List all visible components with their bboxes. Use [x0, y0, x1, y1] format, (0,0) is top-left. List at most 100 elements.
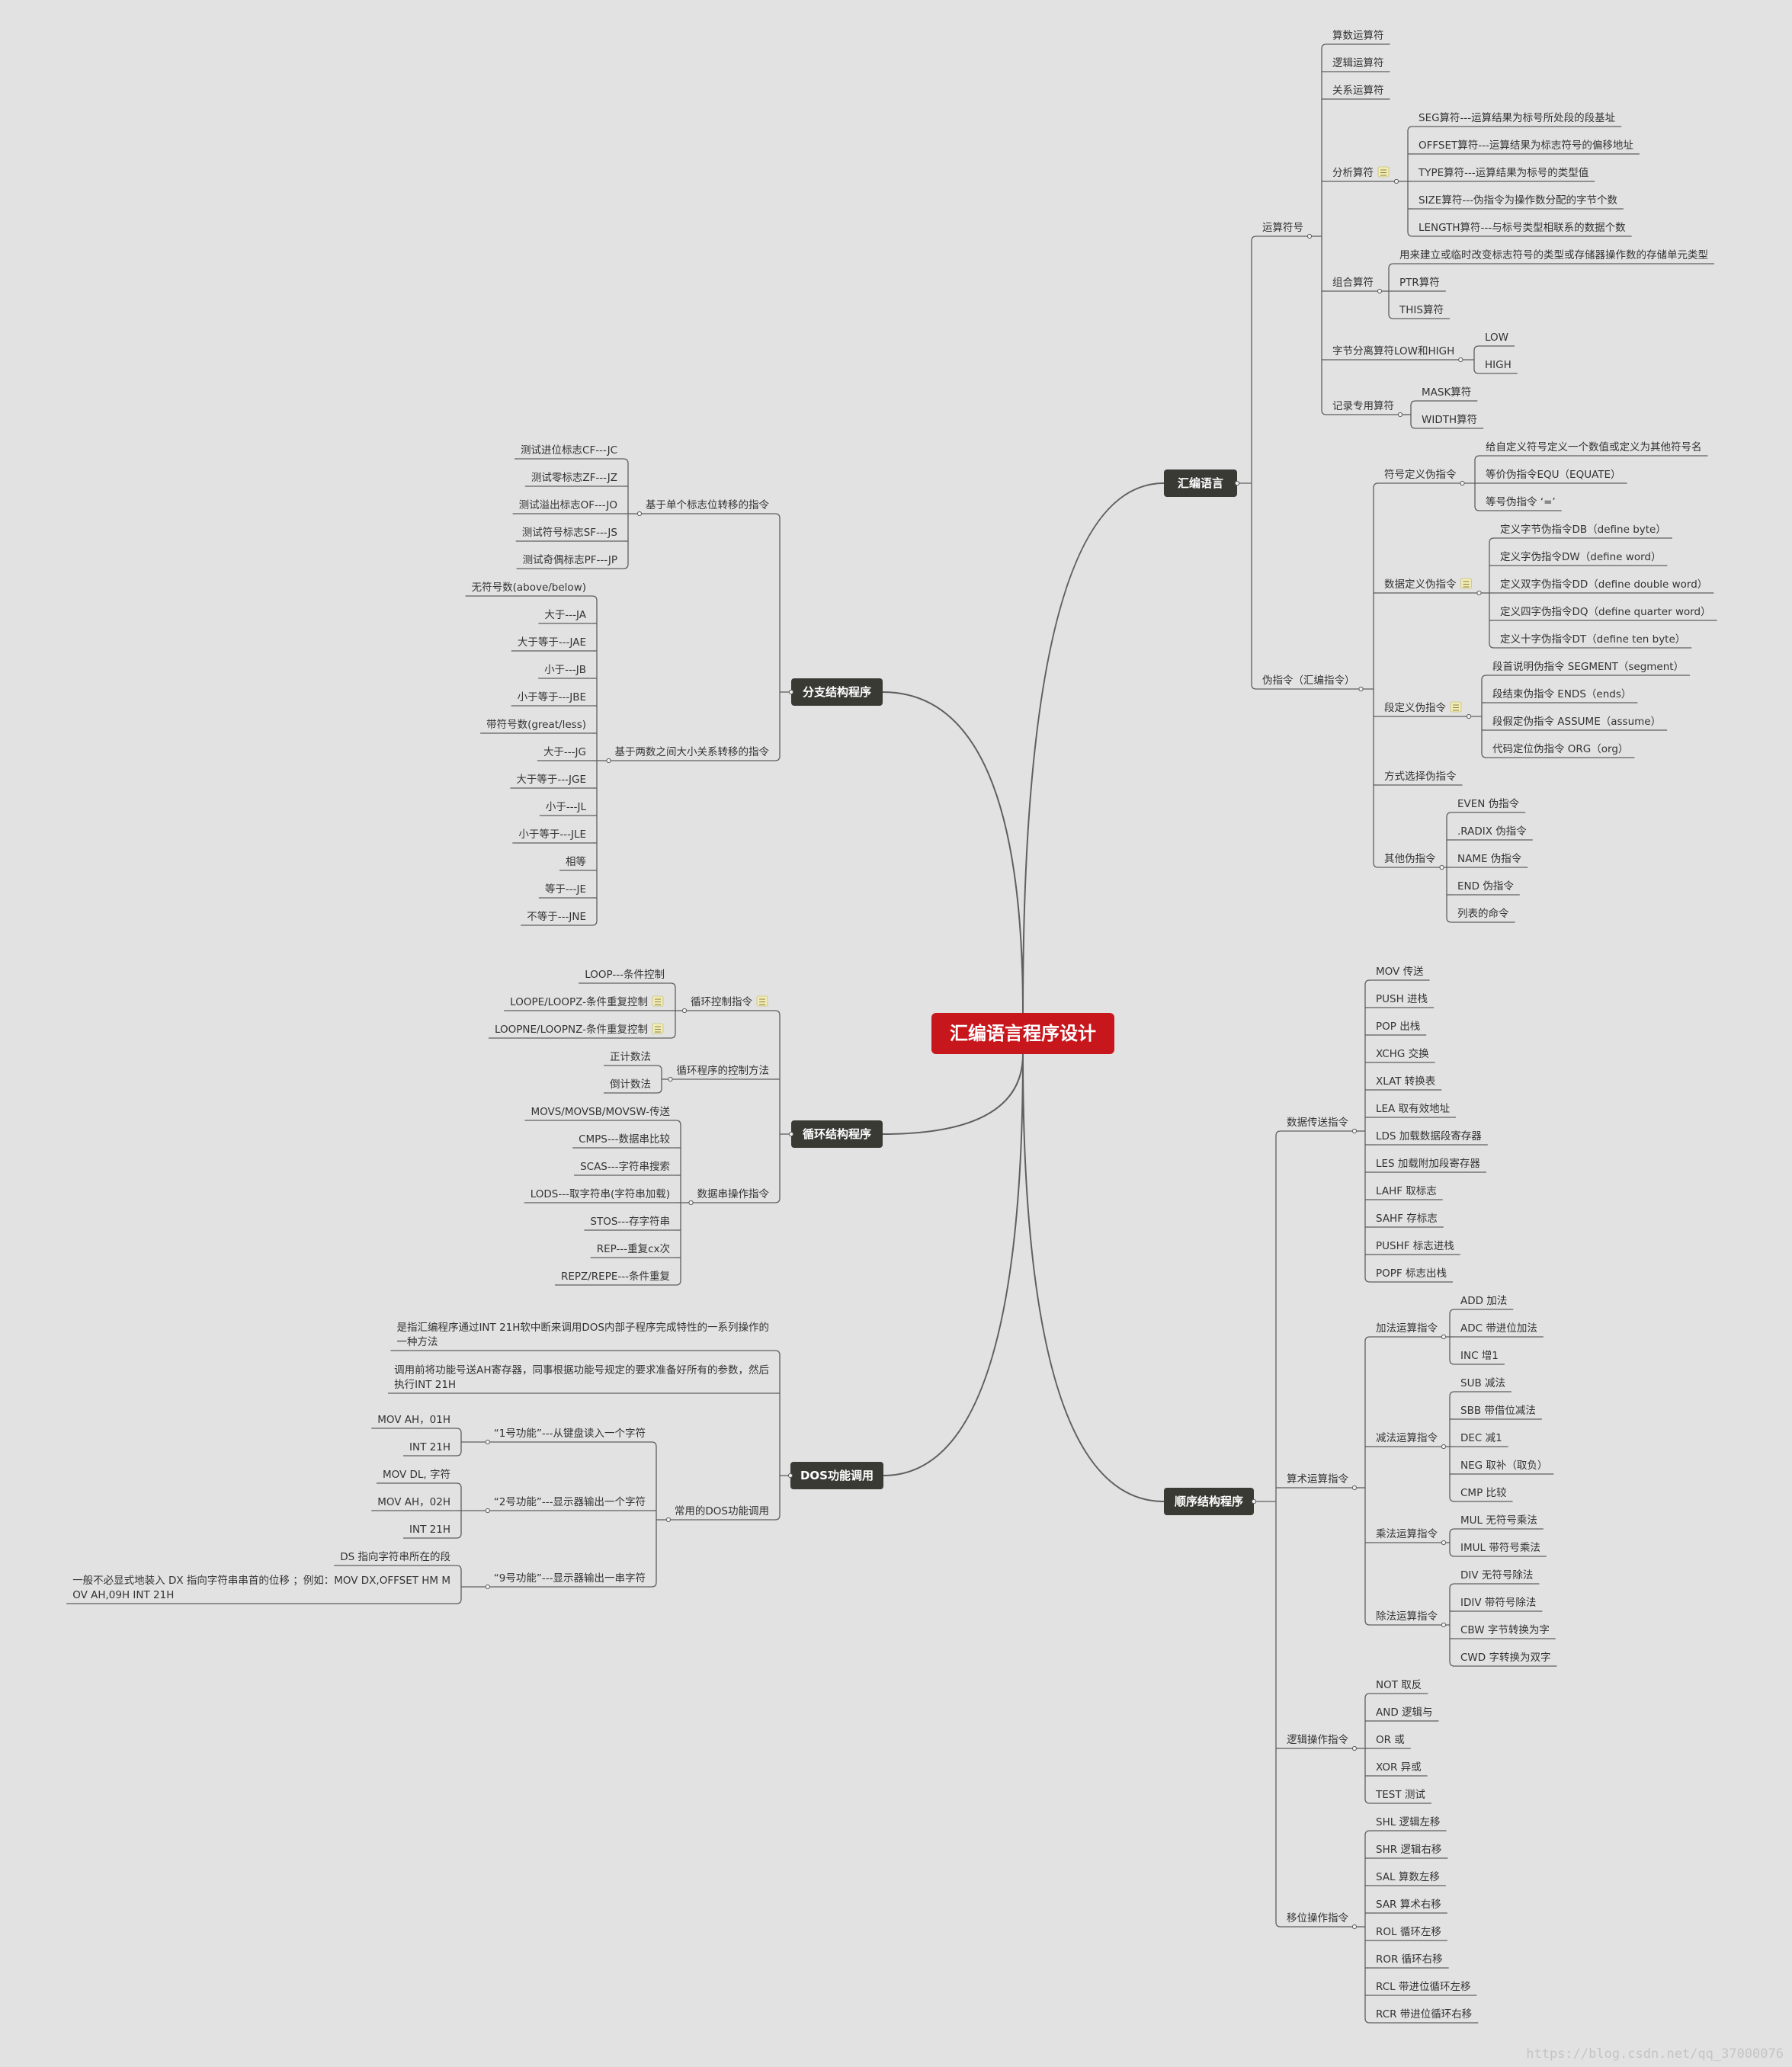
note-icon[interactable] [756, 995, 768, 1007]
topic-xlat[interactable]: XLAT 转换表 [1376, 1075, 1436, 1088]
topic-node[interactable]: 列表的命令 [1457, 907, 1509, 920]
note-icon[interactable] [1450, 701, 1462, 713]
collapse-dot[interactable] [485, 1439, 490, 1445]
topic-low-high[interactable]: 字节分离算符LOW和HIGH [1332, 344, 1454, 357]
topic-equ-equate[interactable]: 等价伪指令EQU（EQUATE） [1486, 468, 1621, 481]
topic-lds[interactable]: LDS 加载数据段寄存器 [1376, 1130, 1482, 1142]
collapse-dot[interactable] [1393, 178, 1399, 184]
topic-org-org[interactable]: 代码定位伪指令 ORG（org） [1492, 743, 1628, 755]
topic-node[interactable]: 逻辑操作指令 [1287, 1734, 1348, 1746]
topic-dq-define-quarter-word[interactable]: 定义四字伪指令DQ（define quarter word） [1500, 606, 1711, 618]
topic-sbb[interactable]: SBB 带借位减法 [1460, 1405, 1536, 1417]
topic-ds[interactable]: DS 指向字符串所在的段 [340, 1551, 450, 1563]
topic-jae[interactable]: 大于等于---JAE [518, 636, 586, 649]
collapse-dot[interactable] [1358, 686, 1364, 692]
collapse-dot[interactable] [668, 1076, 673, 1082]
topic-mov-ah-01h[interactable]: MOV AH，01H [377, 1414, 450, 1426]
topic-inc-1[interactable]: INC 增1 [1460, 1350, 1499, 1362]
topic-node[interactable]: 算数运算符 [1332, 30, 1384, 42]
topic-cwd[interactable]: CWD 字转换为双字 [1460, 1652, 1550, 1664]
topic-1[interactable]: “1号功能”---从键盘读入一个字符 [494, 1427, 646, 1440]
topic-node[interactable]: 运算符号 [1262, 222, 1303, 234]
topic-node[interactable]: 减法运算指令 [1376, 1432, 1438, 1444]
topic-high[interactable]: HIGH [1485, 359, 1511, 371]
topic-idiv[interactable]: IDIV 带符号除法 [1460, 1597, 1536, 1609]
topic-push[interactable]: PUSH 进栈 [1376, 993, 1428, 1005]
topic-node[interactable]: 数据传送指令 [1287, 1117, 1348, 1129]
collapse-dot[interactable] [1441, 1334, 1447, 1340]
topic-node[interactable]: 数据定义伪指令 [1384, 578, 1457, 591]
topic-les[interactable]: LES 加载附加段寄存器 [1376, 1157, 1480, 1170]
topic-node[interactable]: 段定义伪指令 [1384, 702, 1446, 714]
topic-node[interactable]: 伪指令（汇编指令） [1262, 675, 1355, 687]
topic-lea[interactable]: LEA 取有效地址 [1376, 1103, 1450, 1115]
collapse-dot[interactable] [1351, 1924, 1358, 1930]
topic-node[interactable]: 逻辑运算符 [1332, 57, 1384, 69]
topic-node[interactable]: 等号伪指令 ‘=’ [1486, 495, 1556, 508]
topic-node[interactable]: 基于单个标志位转移的指令 [646, 498, 769, 511]
collapse-dot[interactable] [1351, 1128, 1358, 1134]
topic-ja[interactable]: 大于---JA [544, 609, 586, 621]
topic-loop[interactable]: LOOP---条件控制 [585, 968, 665, 981]
topic-neg[interactable]: NEG 取补（取负） [1460, 1460, 1547, 1472]
note-icon[interactable] [652, 1023, 664, 1034]
topic-pf-jp[interactable]: 测试奇偶标志PF---JP [523, 553, 617, 566]
topic-node[interactable]: 数据串操作指令 [697, 1188, 770, 1200]
collapse-dot[interactable] [1306, 233, 1313, 239]
topic-pushf[interactable]: PUSHF 标志进栈 [1376, 1240, 1454, 1252]
collapse-dot[interactable] [788, 689, 794, 695]
main-topic-0[interactable]: 汇编语言 [1164, 469, 1237, 497]
collapse-dot[interactable] [1351, 1485, 1358, 1491]
topic-node[interactable]: 相等 [566, 855, 586, 868]
topic-repz-repe[interactable]: REPZ/REPE---条件重复 [561, 1270, 670, 1283]
topic-node[interactable]: 分析算符 [1332, 167, 1374, 179]
topic-node[interactable]: 算术运算指令 [1287, 1473, 1348, 1485]
topic-rcl[interactable]: RCL 带进位循环左移 [1376, 1981, 1470, 1993]
topic-sf-js[interactable]: 测试符号标志SF---JS [522, 527, 617, 539]
topic-node[interactable]: 给自定义符号定义一个数值或定义为其他符号名 [1486, 441, 1702, 453]
collapse-dot[interactable] [1441, 1622, 1447, 1628]
topic-node[interactable]: 记录专用算符 [1332, 400, 1394, 412]
topic-xor[interactable]: XOR 异或 [1376, 1761, 1422, 1774]
topic-above-below[interactable]: 无符号数(above/below) [472, 582, 586, 594]
topic-dt-define-ten-byte[interactable]: 定义十字伪指令DT（define ten byte） [1500, 633, 1685, 646]
topic-ror[interactable]: ROR 循环右移 [1376, 1953, 1443, 1966]
collapse-dot[interactable] [788, 1131, 794, 1137]
topic-node[interactable]: 关系运算符 [1332, 85, 1384, 97]
topic-jbe[interactable]: 小于等于---JBE [518, 691, 586, 703]
topic-rcr[interactable]: RCR 带进位循环右移 [1376, 2008, 1472, 2021]
topic-sar[interactable]: SAR 算术右移 [1376, 1899, 1441, 1911]
topic-pop[interactable]: POP 出栈 [1376, 1021, 1420, 1033]
topic-int-21h[interactable]: INT 21H [409, 1524, 450, 1536]
topic-sal[interactable]: SAL 算数左移 [1376, 1871, 1440, 1883]
topic-shr[interactable]: SHR 逻辑右移 [1376, 1844, 1441, 1856]
topic-this[interactable]: THIS算符 [1399, 304, 1444, 316]
topic-jge[interactable]: 大于等于---JGE [516, 773, 586, 786]
topic-adc[interactable]: ADC 带进位加法 [1460, 1322, 1537, 1335]
topic-node[interactable]: 组合算符 [1332, 277, 1374, 289]
topic-length[interactable]: LENGTH算符---与标号类型相联系的数据个数 [1419, 222, 1626, 234]
note-icon[interactable] [1460, 578, 1472, 589]
topic-width[interactable]: WIDTH算符 [1422, 414, 1477, 426]
topic-popf[interactable]: POPF 标志出栈 [1376, 1267, 1447, 1280]
collapse-dot[interactable] [1351, 1745, 1358, 1751]
topic-great-less[interactable]: 带符号数(great/less) [486, 719, 586, 731]
topic-cmps[interactable]: CMPS---数据串比较 [579, 1133, 670, 1146]
collapse-dot[interactable] [1466, 713, 1472, 719]
topic-seg[interactable]: SEG算符---运算结果为标号所处段的段基址 [1419, 111, 1615, 124]
topic-cbw[interactable]: CBW 字节转换为字 [1460, 1624, 1550, 1636]
collapse-dot[interactable] [681, 1008, 688, 1014]
topic-jne[interactable]: 不等于---JNE [527, 910, 586, 923]
collapse-dot[interactable] [1251, 1498, 1257, 1505]
topic-node[interactable]: 符号定义伪指令 [1384, 469, 1457, 481]
topic-loope-loopz[interactable]: LOOPE/LOOPZ-条件重复控制 [510, 995, 648, 1008]
collapse-dot[interactable] [1460, 480, 1465, 486]
topic-ah-int-21h[interactable]: 调用前将功能号送AH寄存器，同事根据功能号规定的要求准备好所有的参数，然后执行I… [394, 1364, 769, 1391]
topic-not[interactable]: NOT 取反 [1376, 1679, 1422, 1691]
main-topic-1[interactable]: 顺序结构程序 [1164, 1488, 1254, 1515]
topic-of-jo[interactable]: 测试溢出标志OF---JO [519, 499, 617, 511]
topic-mask[interactable]: MASK算符 [1422, 386, 1471, 399]
topic-div[interactable]: DIV 无符号除法 [1460, 1569, 1533, 1581]
collapse-dot[interactable] [1441, 1444, 1447, 1450]
topic-db-define-byte[interactable]: 定义字节伪指令DB（define byte） [1500, 524, 1666, 536]
